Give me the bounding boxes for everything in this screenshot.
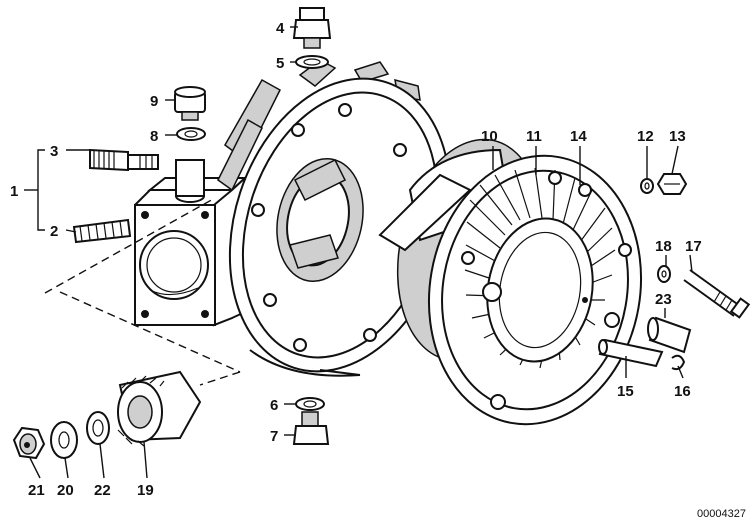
callout-22: 22 [94, 482, 111, 499]
bolt-13 [656, 173, 688, 195]
callout-3: 3 [50, 143, 58, 160]
callout-18: 18 [655, 238, 672, 255]
callout-15: 15 [617, 383, 634, 400]
callout-17: 17 [685, 238, 702, 255]
document-number: 00004327 [697, 508, 746, 520]
circlip-16 [671, 354, 686, 371]
pinion-gear-19 [117, 370, 202, 447]
callout-11: 11 [526, 128, 542, 145]
washer-18 [657, 265, 671, 283]
plug-9 [174, 86, 206, 121]
washer-6 [295, 397, 325, 411]
sleeve-23 [647, 316, 692, 354]
callout-20: 20 [57, 482, 74, 499]
washer-8 [176, 127, 206, 141]
callout-1: 1 [10, 183, 18, 200]
callout-12: 12 [637, 128, 654, 145]
callout-8: 8 [150, 128, 158, 145]
callout-2: 2 [50, 223, 58, 240]
callout-14: 14 [570, 128, 587, 145]
callout-6: 6 [270, 397, 278, 414]
callout-13: 13 [669, 128, 686, 145]
washer-5 [295, 55, 329, 69]
stud-2 [72, 218, 132, 244]
callout-10: 10 [481, 128, 498, 145]
callout-5: 5 [276, 55, 284, 72]
callout-19: 19 [137, 482, 154, 499]
bolt-17 [683, 269, 751, 319]
callout-7: 7 [270, 428, 278, 445]
dashed-assembly-line [44, 197, 241, 386]
nut-21 [12, 426, 46, 460]
callout-16: 16 [674, 383, 691, 400]
transmission-housing [217, 59, 452, 377]
plug-4 [292, 7, 332, 49]
plug-7 [292, 411, 330, 445]
callout-21: 21 [28, 482, 45, 499]
washer-22 [86, 411, 110, 445]
leader-lines [24, 26, 693, 479]
callout-9: 9 [150, 93, 158, 110]
stud-3 [89, 148, 159, 172]
callout-23: 23 [655, 291, 672, 308]
ring-gear-housing [378, 138, 643, 426]
callout-labels: 1 2 3 4 5 6 7 8 9 10 11 12 13 14 15 16 1… [10, 20, 746, 520]
washer-12 [640, 178, 654, 194]
washer-20 [50, 421, 78, 459]
callout-4: 4 [276, 20, 285, 37]
shaft-15 [598, 338, 664, 368]
